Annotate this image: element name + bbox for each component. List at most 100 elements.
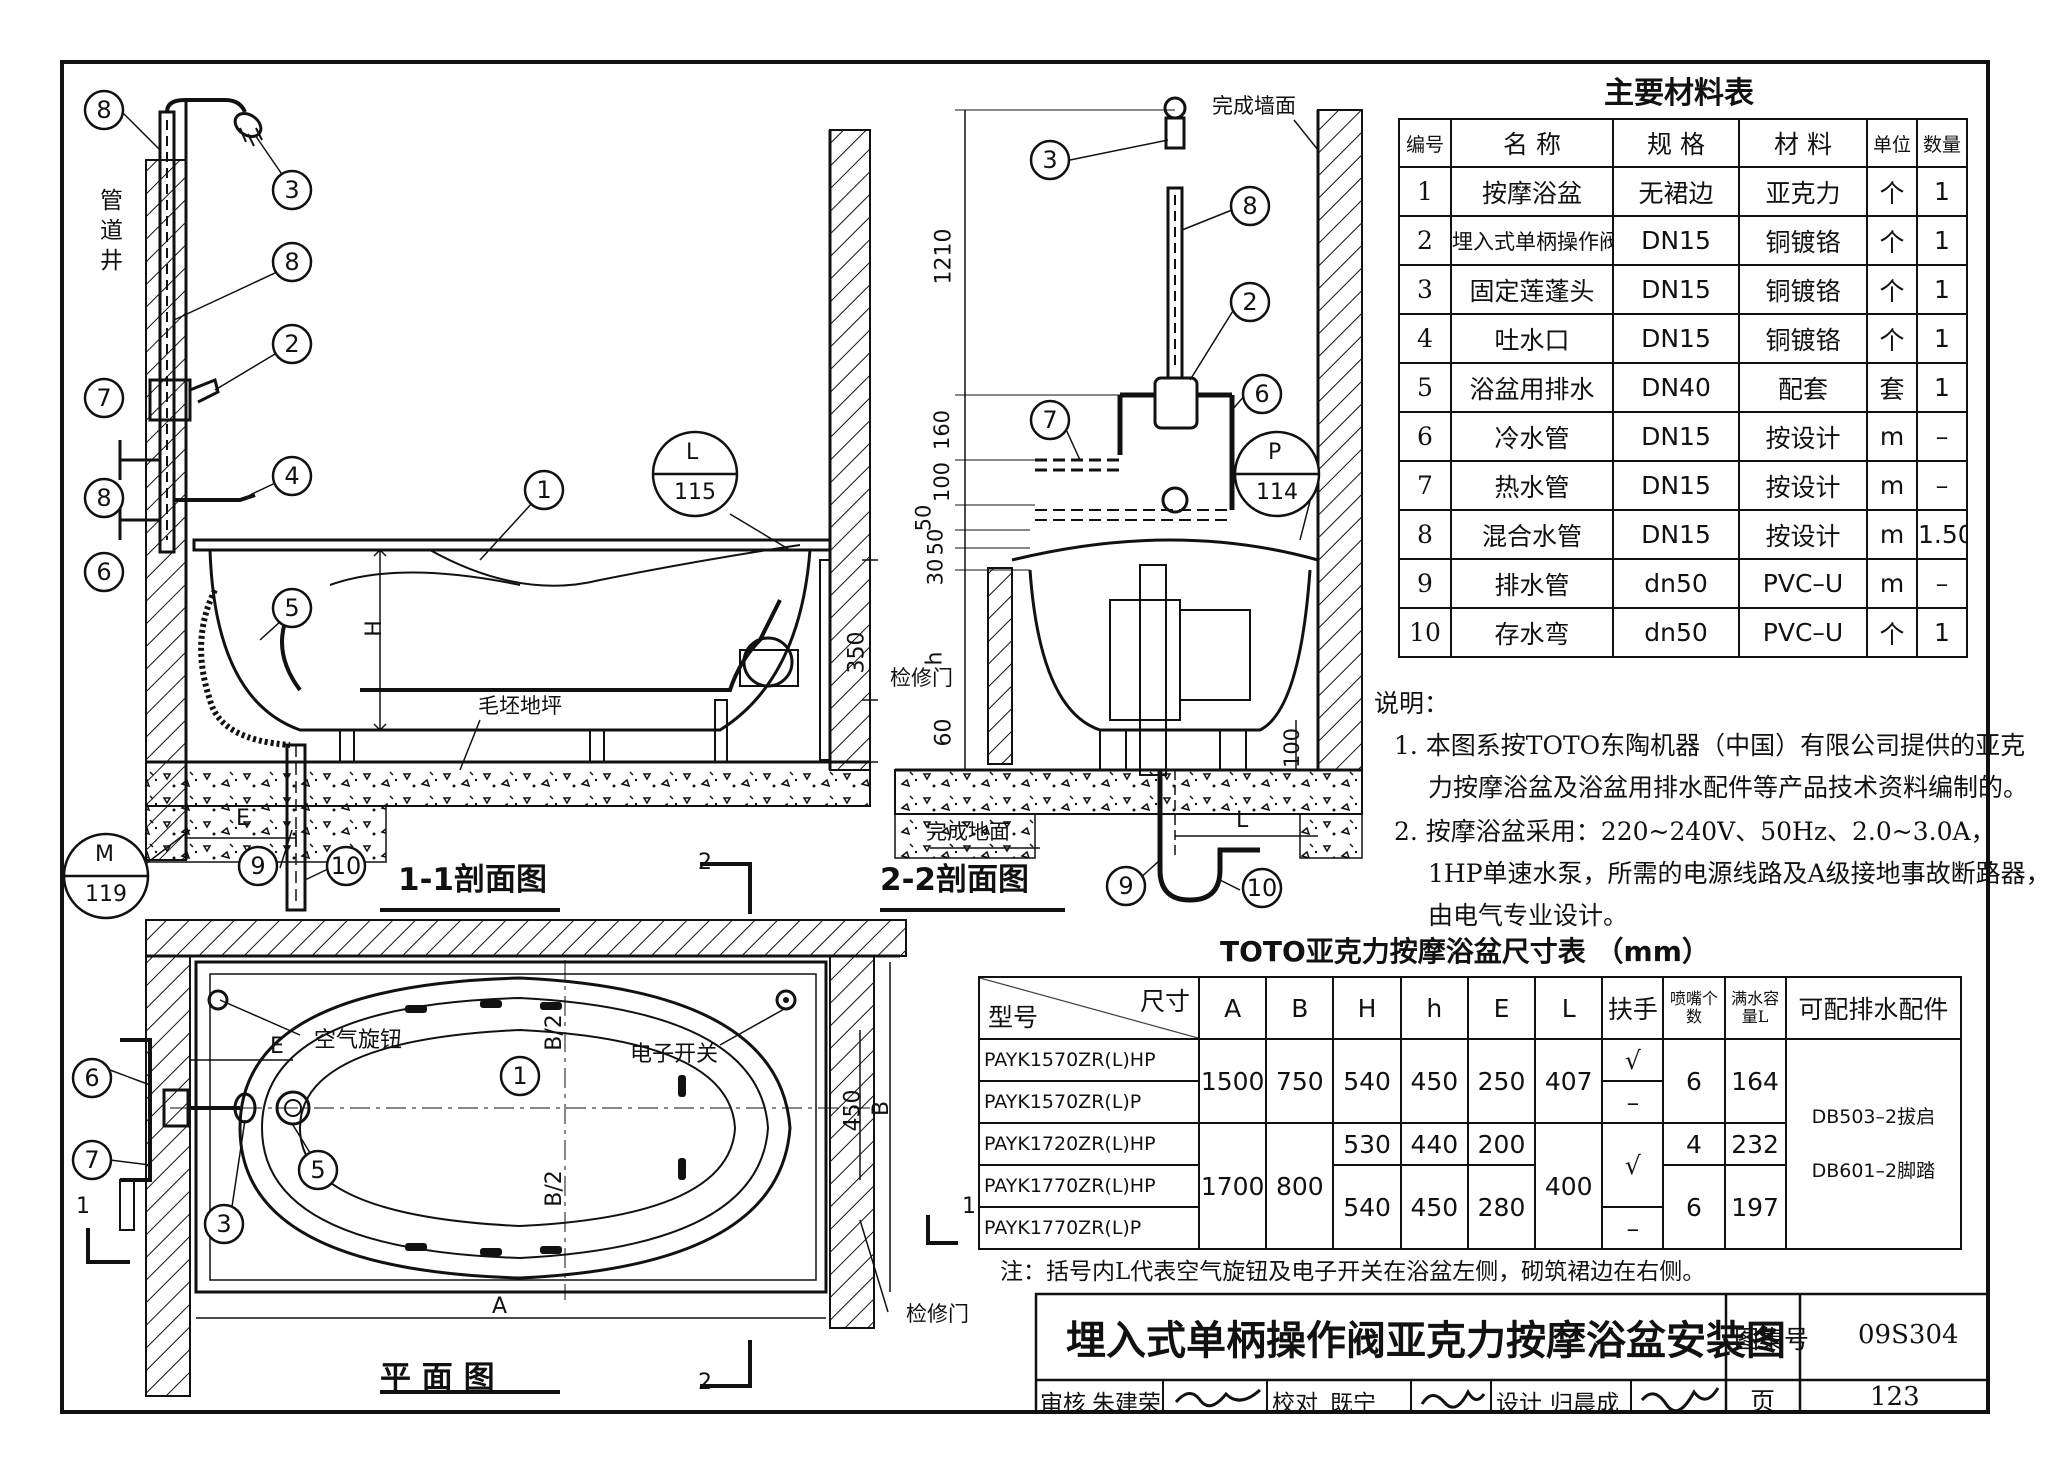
review-label: 审核 [1040,1391,1086,1417]
r3-h: 440 [1399,1122,1469,1166]
detail-L-top: L [686,440,699,465]
callout-number: 4 [284,462,300,490]
callout-circle [71,1139,113,1181]
callout-number: 10 [330,852,362,880]
mat-cell-qty: 1.50 [1916,509,1968,560]
dim-450: 450 [840,1089,866,1132]
mat-cell-no: 1 [1398,166,1452,217]
r3-volume: 232 [1723,1122,1787,1166]
dim-1210: 1210 [931,228,957,285]
mat-cell-no: 6 [1398,411,1452,462]
model-row-3: PAYK1720ZR(L)HP [977,1122,1201,1166]
detail-P-bottom: 114 [1256,480,1298,505]
r45-volume: 197 [1723,1164,1787,1250]
plan-left-wall [145,955,191,1397]
air-knob [207,989,229,1011]
section-1-1-view [86,98,878,1264]
electronic-switch-label: 电子开关 [630,1042,719,1067]
section-1-1-title: 1-1剖面图 [398,862,548,898]
callout-circle [271,241,313,283]
mat-cell-spec: 无裙边 [1612,166,1740,217]
page-label: 页 [1750,1387,1776,1416]
dim-h-volume: 满水容量L [1723,976,1787,1040]
callout-number: 7 [96,384,112,412]
rough-floor-label: 毛坯地坪 [478,694,562,718]
mat-cell-qty: – [1916,558,1968,609]
g1-nozzles: 6 [1662,1038,1726,1124]
tb-div-4 [1490,1380,1492,1412]
callout-circle [1229,185,1271,227]
callout-circle [271,587,313,629]
section-mark-1-left: 1 [76,1194,90,1219]
callout-number: 10 [1246,874,1278,902]
mat-cell-no: 3 [1398,264,1452,315]
mat-h-name: 名 称 [1450,118,1614,168]
dim-L-22: L [1236,808,1249,833]
model-row-2: PAYK1570ZR(L)P [977,1080,1201,1124]
dim-corner-cell: 尺寸 型号 [977,976,1201,1040]
mat-cell-spec: DN15 [1612,509,1740,560]
plan-right-wall [829,955,875,1329]
callout-circle [1229,281,1271,323]
mat-cell-qty: – [1916,411,1968,462]
note-line-3: 2. 按摩浴盆采用：220~240V、50Hz、2.0~3.0A， [1394,817,1996,846]
dim-50b: 50 [923,528,948,556]
r3-E: 200 [1466,1122,1537,1166]
model-row-5: PAYK1770ZR(L)P [977,1206,1201,1250]
plan-top-wall [145,919,907,957]
mat-cell-unit: 套 [1866,362,1918,413]
callout-number: 6 [84,1064,100,1092]
model-row-4: PAYK1770ZR(L)HP [977,1164,1201,1208]
callout-circle [523,469,565,511]
mat-cell-material: 配套 [1738,362,1868,413]
g1-h: 450 [1399,1038,1469,1124]
callout-number: 3 [1042,146,1058,174]
page-number: 123 [1870,1382,1920,1412]
mat-cell-unit: m [1866,460,1918,511]
plan-title: 平 面 图 [380,1360,495,1396]
tb-div-5 [1630,1380,1632,1412]
pump [742,636,794,688]
dim-h-A: A [1198,976,1268,1040]
g1-E: 250 [1466,1038,1537,1124]
callout-number: 1 [512,1062,528,1090]
callout-circle [499,1055,541,1097]
tb-div-3 [1410,1380,1412,1412]
mat-cell-name: 热水管 [1450,460,1614,511]
trap-2 [1157,770,1260,903]
mat-cell-qty: 1 [1916,215,1968,266]
mat-cell-spec: DN15 [1612,313,1740,364]
check-name: 既宁 [1330,1391,1376,1417]
r45-h: 450 [1399,1164,1469,1250]
finished-wall-label: 完成墙面 [1212,94,1296,118]
mat-cell-no: 4 [1398,313,1452,364]
callout-circle [83,377,125,419]
callout-number: 2 [284,330,300,358]
floor-slab-2 [894,769,1363,815]
mat-cell-unit: m [1866,509,1918,560]
tb-div-2 [1266,1380,1268,1412]
mat-cell-qty: 1 [1916,362,1968,413]
dim-corner-bottom: 型号 [988,1003,1039,1032]
callout-circle [237,845,279,887]
floor-slab [145,761,871,807]
g1-L: 407 [1534,1038,1604,1124]
dim-h-drain: 可配排水配件 [1784,976,1963,1040]
dim-60: 60 [931,718,957,747]
detail-L-bottom: 115 [674,480,716,505]
sheet-border [60,60,1990,1414]
callout-circle [271,169,313,211]
r45-E: 280 [1466,1164,1537,1250]
callout-circle [1241,373,1283,415]
callout-number: 6 [1254,380,1270,408]
mat-cell-qty: 1 [1916,264,1968,315]
mat-h-spec: 规 格 [1612,118,1740,168]
callout-circle [271,455,313,497]
mat-cell-spec: DN15 [1612,460,1740,511]
drain-hose [198,588,291,748]
dimension-table-title: TOTO亚克力按摩浴盆尺寸表 （mm） [1220,935,1710,968]
